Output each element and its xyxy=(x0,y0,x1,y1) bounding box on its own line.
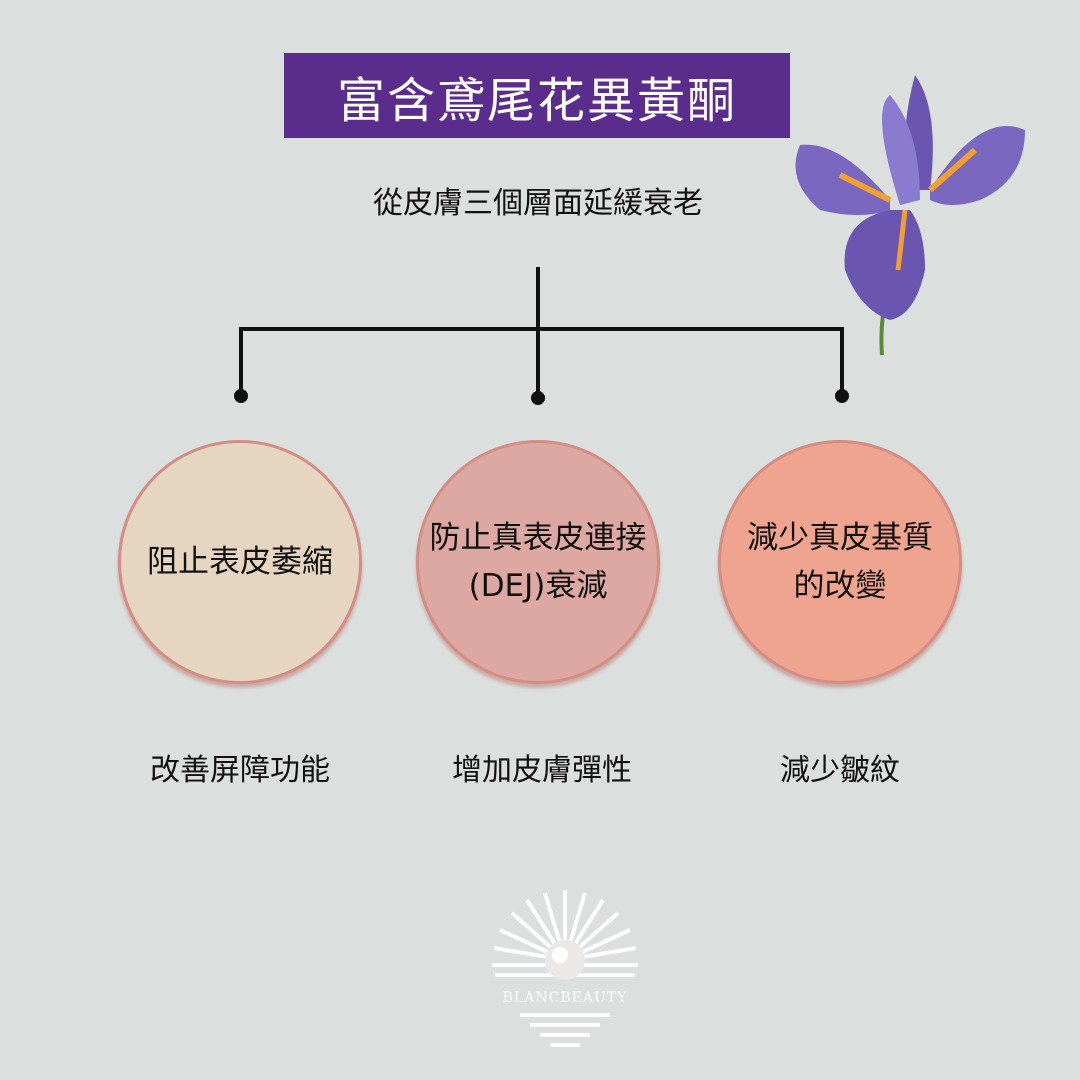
caption-wrinkles: 減少皺紋 xyxy=(780,753,900,788)
brand-logo xyxy=(492,890,638,1047)
circle-text: 的改變 xyxy=(793,568,887,604)
iris-flower-image xyxy=(795,75,1025,356)
connector-dot xyxy=(234,389,248,403)
connector-dot xyxy=(835,389,849,403)
circle-text: 阻止表皮萎縮 xyxy=(147,544,333,580)
connector-dot xyxy=(531,391,545,405)
circle-epidermis: 阻止表皮萎縮 xyxy=(118,440,362,684)
circle-text: (DEJ)衰減 xyxy=(468,568,608,604)
circle-text: 減少真皮基質 xyxy=(747,520,933,556)
circle-text: 防止真表皮連接 xyxy=(429,520,647,556)
subtitle: 從皮膚三個層面延緩衰老 xyxy=(373,186,703,221)
brand-logo-text: BLANCBEAUTY xyxy=(502,990,628,1006)
page-title: 富含鳶尾花異黃酮 xyxy=(284,53,790,138)
caption-barrier: 改善屏障功能 xyxy=(150,753,330,788)
caption-elasticity: 增加皮膚彈性 xyxy=(452,753,632,788)
circle-dermis: 減少真皮基質的改變 xyxy=(718,440,962,684)
circle-dej: 防止真表皮連接 (DEJ)衰減 xyxy=(416,440,660,684)
